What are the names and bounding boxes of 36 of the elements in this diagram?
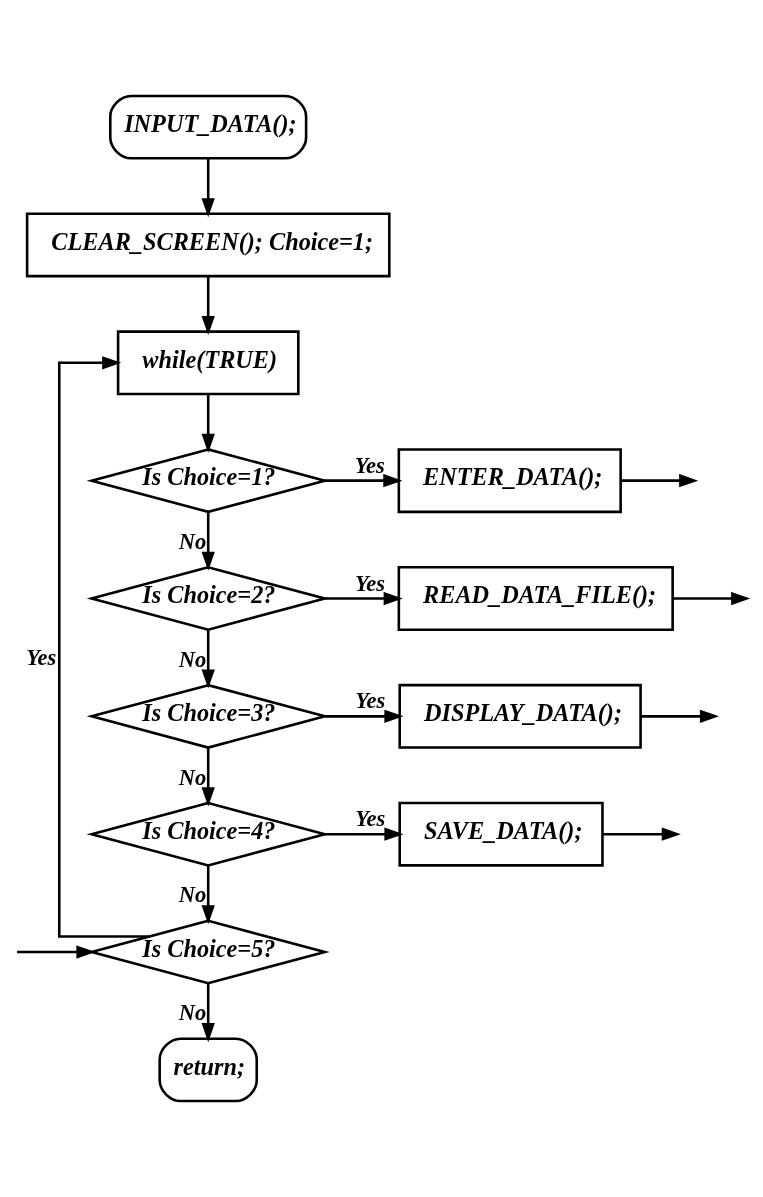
- arrow: [324, 473, 403, 488]
- edge-label: Yes: [26, 644, 57, 670]
- node-box: SAVE_DATA();: [398, 801, 604, 867]
- arrow: [201, 158, 215, 218]
- node-box: READ_DATA_FILE();: [397, 566, 674, 631]
- node-box: while(TRUE): [116, 330, 300, 396]
- edge-label: Yes: [355, 570, 386, 596]
- arrow: [201, 276, 215, 336]
- arrow: [640, 709, 719, 724]
- arrow: [324, 827, 404, 841]
- arrow: [201, 865, 215, 925]
- arrow: [201, 394, 215, 453]
- node-box: DISPLAY_DATA();: [398, 683, 642, 749]
- node-box: CLEAR_SCREEN(); Choice=1;: [25, 212, 391, 278]
- arrow: [324, 709, 404, 724]
- arrow: [57, 356, 150, 938]
- arrow: [673, 591, 751, 606]
- node-box: return;: [158, 1037, 259, 1103]
- edge-label: Yes: [355, 688, 386, 714]
- edge-label: No: [178, 1000, 207, 1026]
- arrow: [201, 983, 215, 1043]
- node-box: ENTER_DATA();: [397, 448, 622, 514]
- arrow: [201, 512, 215, 571]
- arrow: [201, 747, 215, 807]
- edge-label: Yes: [355, 806, 386, 832]
- node-box: INPUT_DATA();: [109, 94, 308, 160]
- arrow: [325, 591, 403, 606]
- edge-label: Yes: [354, 452, 385, 478]
- arrow: [620, 473, 699, 488]
- edge-label: No: [178, 646, 207, 672]
- edge-label: No: [178, 882, 207, 908]
- edge-label: No: [178, 528, 207, 554]
- arrow: [17, 945, 96, 959]
- arrow: [602, 827, 681, 841]
- arrow: [201, 630, 215, 689]
- edge-label: No: [178, 764, 207, 790]
